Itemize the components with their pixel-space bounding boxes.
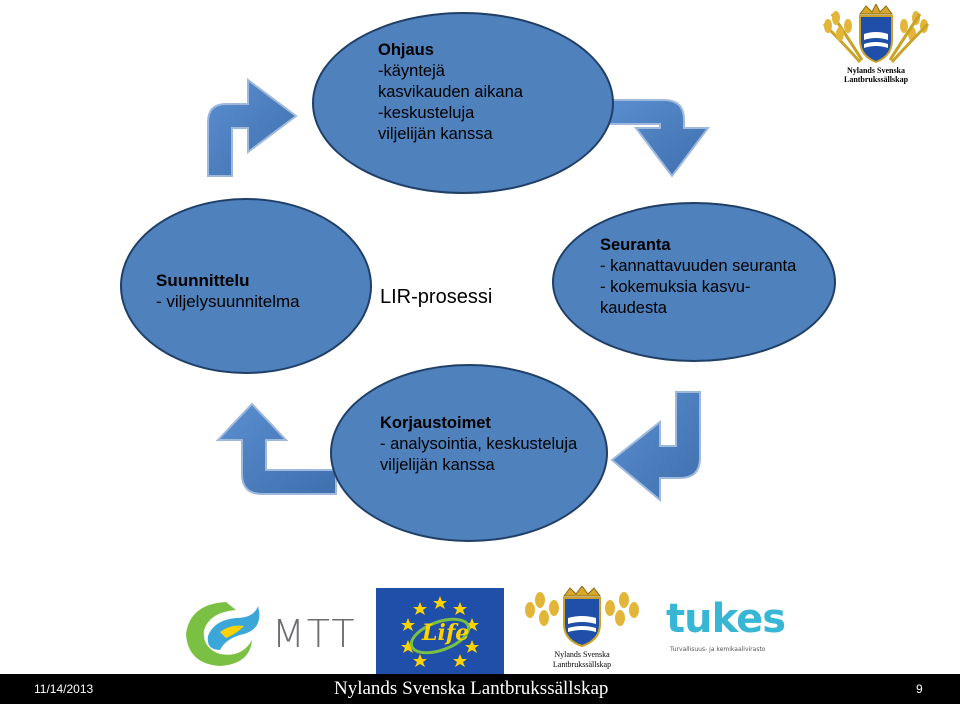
node-suunnittelu-text: Suunnittelu - viljelysuunnitelma — [156, 270, 300, 312]
node-ohjaus-line: -keskusteluja — [378, 104, 475, 122]
node-ohjaus-line: viljelijän kanssa — [378, 125, 493, 143]
tukes-logo: tukes Turvallisuus- ja kemikaalivirasto — [664, 596, 804, 666]
node-ohjaus-line: kasvikauden aikana — [378, 83, 523, 101]
footer-title: Nylands Svenska Lantbrukssällskap — [334, 678, 609, 699]
arrow-up-right — [207, 78, 298, 177]
node-seuranta — [552, 202, 836, 362]
mtt-swirl-logo-icon — [186, 602, 260, 666]
header-logo-line1: Nylands Svenska — [846, 66, 906, 75]
nss-logo-line1: Nylands Svenska — [554, 650, 610, 659]
node-suunnittelu — [120, 198, 372, 374]
mtt-logo-text: MTT — [272, 612, 357, 656]
footer-bar: 11/14/2013 Nylands Svenska Lantbrukssäll… — [0, 674, 960, 704]
node-korjaustoimet-text: Korjaustoimet - analysointia, keskustelu… — [380, 413, 577, 476]
eu-life-logo-icon — [401, 596, 479, 667]
nss-crest-icon — [525, 585, 639, 648]
arrow-right-down — [599, 99, 710, 178]
footer-date: 11/14/2013 — [34, 682, 94, 696]
node-korjaustoimet-line: - analysointia, keskusteluja — [380, 435, 578, 453]
node-seuranta-line: kaudesta — [600, 299, 667, 317]
nss-logo-line2: Lantbrukssällskap — [552, 660, 612, 669]
node-seuranta-title: Seuranta — [600, 236, 671, 254]
node-ohjaus-line: -käyntejä — [378, 62, 445, 80]
node-korjaustoimet-title: Korjaustoimet — [380, 414, 491, 432]
node-suunnittelu-title: Suunnittelu — [156, 271, 250, 290]
nss-logo: Nylands Svenska Lantbrukssällskap — [514, 585, 650, 674]
node-ohjaus-title: Ohjaus — [378, 41, 434, 59]
mtt-logo: MTT — [180, 592, 370, 674]
arrow-left-up — [215, 402, 337, 495]
node-ohjaus-text: Ohjaus -käyntejä kasvikauden aikana -kes… — [378, 40, 523, 145]
node-ohjaus — [312, 12, 614, 194]
node-korjaustoimet-line: viljelijän kanssa — [380, 456, 495, 474]
eu-life-logo: Life — [376, 588, 504, 674]
center-label: LIR-prosessi — [380, 286, 493, 308]
header-logo-line2: Lantbrukssällskap — [843, 75, 909, 84]
node-suunnittelu-line: - viljelysuunnitelma — [156, 292, 300, 311]
node-seuranta-line: - kannattavuuden seuranta — [600, 257, 797, 275]
crest-icon — [822, 2, 930, 64]
header-crest-logo: Nylands Svenska Lantbrukssällskap — [814, 2, 938, 84]
life-logo-text: Life — [422, 620, 470, 646]
node-seuranta-line: - kokemuksia kasvu- — [600, 278, 751, 296]
tukes-logo-text: tukes — [666, 596, 786, 642]
node-seuranta-text: Seuranta - kannattavuuden seuranta - kok… — [600, 235, 796, 319]
arrow-down-left — [610, 391, 701, 503]
page-number: 9 — [916, 682, 923, 696]
tukes-logo-subtitle: Turvallisuus- ja kemikaalivirasto — [670, 646, 766, 653]
node-korjaustoimet — [330, 364, 608, 542]
